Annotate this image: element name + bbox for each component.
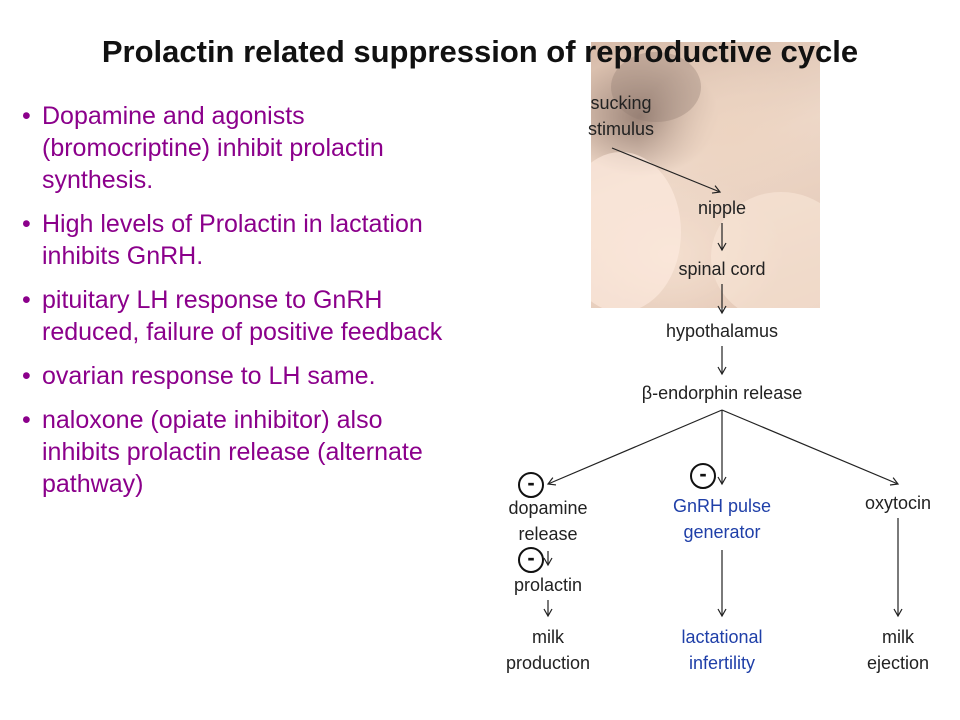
arrow-stimulus-nipple [611, 147, 722, 194]
bullet-prolactin-gnrh: High levels of Prolactin in lactation in… [22, 208, 462, 272]
photo-shade-right [711, 192, 820, 308]
node-spinal-cord: spinal cord [678, 259, 766, 279]
node-prolactin: prolactin [513, 575, 583, 595]
node-gnrh-pulse-generator: GnRH pulse generator [672, 496, 772, 542]
inhibit-symbol-prolactin: - [518, 547, 544, 573]
node-lactational-infertility: lactational infertility [681, 627, 763, 673]
photo-shade-hair [611, 52, 701, 122]
slide-title: Prolactin related suppression of reprodu… [101, 34, 859, 69]
node-endorphin-release: β-endorphin release [641, 383, 803, 403]
node-dopamine-release: dopamine release [508, 498, 588, 544]
bullet-ovarian-response: ovarian response to LH same. [22, 360, 462, 392]
inhibit-symbol-gnrh: - [690, 463, 716, 489]
bullet-naloxone: naloxone (opiate inhibitor) also inhibit… [22, 404, 462, 500]
bullet-dopamine: Dopamine and agonists (bromocriptine) in… [22, 100, 462, 196]
bullet-lh-response: pituitary LH response to GnRH reduced, f… [22, 284, 462, 348]
node-hypothalamus: hypothalamus [665, 321, 779, 341]
arrow-endorphin-oxytocin [721, 409, 900, 486]
bullet-list: Dopamine and agonists (bromocriptine) in… [22, 100, 462, 512]
node-milk-ejection: milk ejection [866, 627, 930, 673]
node-sucking-stimulus: sucking stimulus [587, 93, 654, 139]
arrow-endorphin-dopamine [546, 409, 723, 486]
inhibit-symbol-dopamine: - [518, 472, 544, 498]
node-oxytocin: oxytocin [864, 493, 932, 513]
node-nipple: nipple [697, 198, 747, 218]
breastfeeding-photo [591, 42, 820, 308]
node-milk-production: milk production [505, 627, 591, 673]
